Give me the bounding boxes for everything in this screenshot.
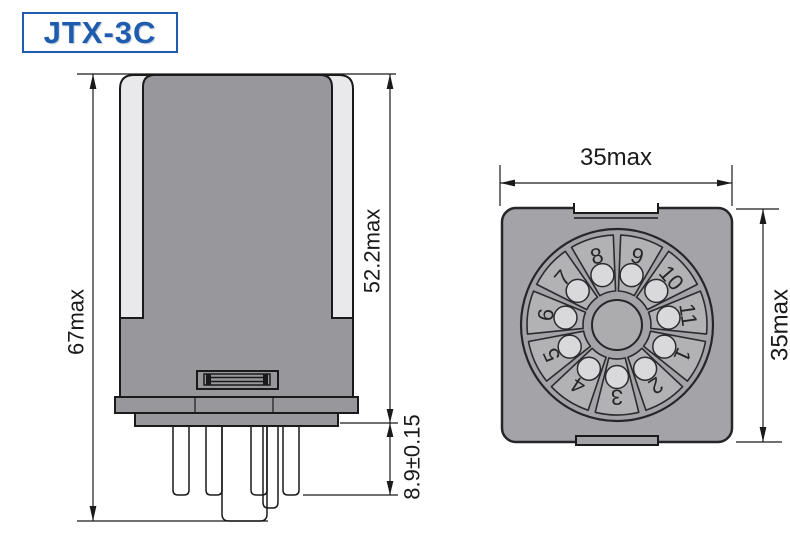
title-box: JTX-3C <box>22 12 178 53</box>
pin-hole-10 <box>644 278 669 304</box>
arrowhead-down <box>89 506 97 521</box>
pin-1 <box>172 425 190 496</box>
pin-hole-6 <box>553 305 578 330</box>
bottom-view-dimensions: 35max 35max <box>499 144 790 443</box>
pin-hole-11 <box>656 305 681 330</box>
pin-hole-4 <box>576 356 602 381</box>
arrowhead-up <box>386 74 394 89</box>
relay-bottom-view: 1 2 3 4 5 6 7 8 9 10 11 <box>500 202 734 446</box>
pin-hole-8 <box>590 262 615 288</box>
arrowhead-down <box>759 427 767 442</box>
pin-hole-5 <box>557 334 582 359</box>
dim-height-label: 35max <box>767 289 790 361</box>
arrowhead-down <box>386 409 394 423</box>
center-hub <box>591 299 643 351</box>
pin-3 <box>250 425 268 496</box>
arrowhead-up <box>759 209 767 224</box>
label-slot-cap-right <box>263 374 268 385</box>
dim-total-height-label: 67max <box>64 289 89 355</box>
pin-holes <box>553 262 681 390</box>
center-post <box>221 425 268 522</box>
pin-hole-3 <box>604 364 630 390</box>
pin-hole-9 <box>619 262 644 288</box>
relay-base <box>134 412 339 427</box>
arrowhead-right <box>717 179 732 187</box>
top-notch <box>573 203 659 214</box>
pin-number-3: 3 <box>611 385 623 410</box>
arrowhead-up <box>89 74 97 89</box>
pin-hole-7 <box>565 278 590 304</box>
pin-hole-1 <box>652 334 677 359</box>
dim-width-label: 35max <box>580 144 652 171</box>
page-title: JTX-3C <box>43 14 157 50</box>
pin-number-6: 6 <box>532 307 558 323</box>
relay-body <box>119 74 354 398</box>
arrowhead-left <box>500 179 515 187</box>
pin-hole-2 <box>632 356 658 381</box>
label-slot-cap-left <box>206 374 211 385</box>
label-slot-inner <box>203 373 271 386</box>
pin-2 <box>205 425 223 496</box>
relay-flange <box>114 396 359 414</box>
rear-post <box>262 425 279 509</box>
side-view-dimensions: 67max 52.2max 8.9±0.15 <box>64 73 425 522</box>
bottom-tab <box>575 435 659 446</box>
relay-side-view <box>114 74 359 522</box>
pin-number-11: 11 <box>674 302 702 328</box>
dim-pin-length-label: 8.9±0.15 <box>400 414 425 499</box>
top-notch-cut <box>574 202 658 213</box>
arrowhead-up <box>386 423 394 437</box>
dim-body-height-label: 52.2max <box>360 209 385 293</box>
arrowhead-down <box>386 481 394 495</box>
pin-4 <box>282 425 300 496</box>
